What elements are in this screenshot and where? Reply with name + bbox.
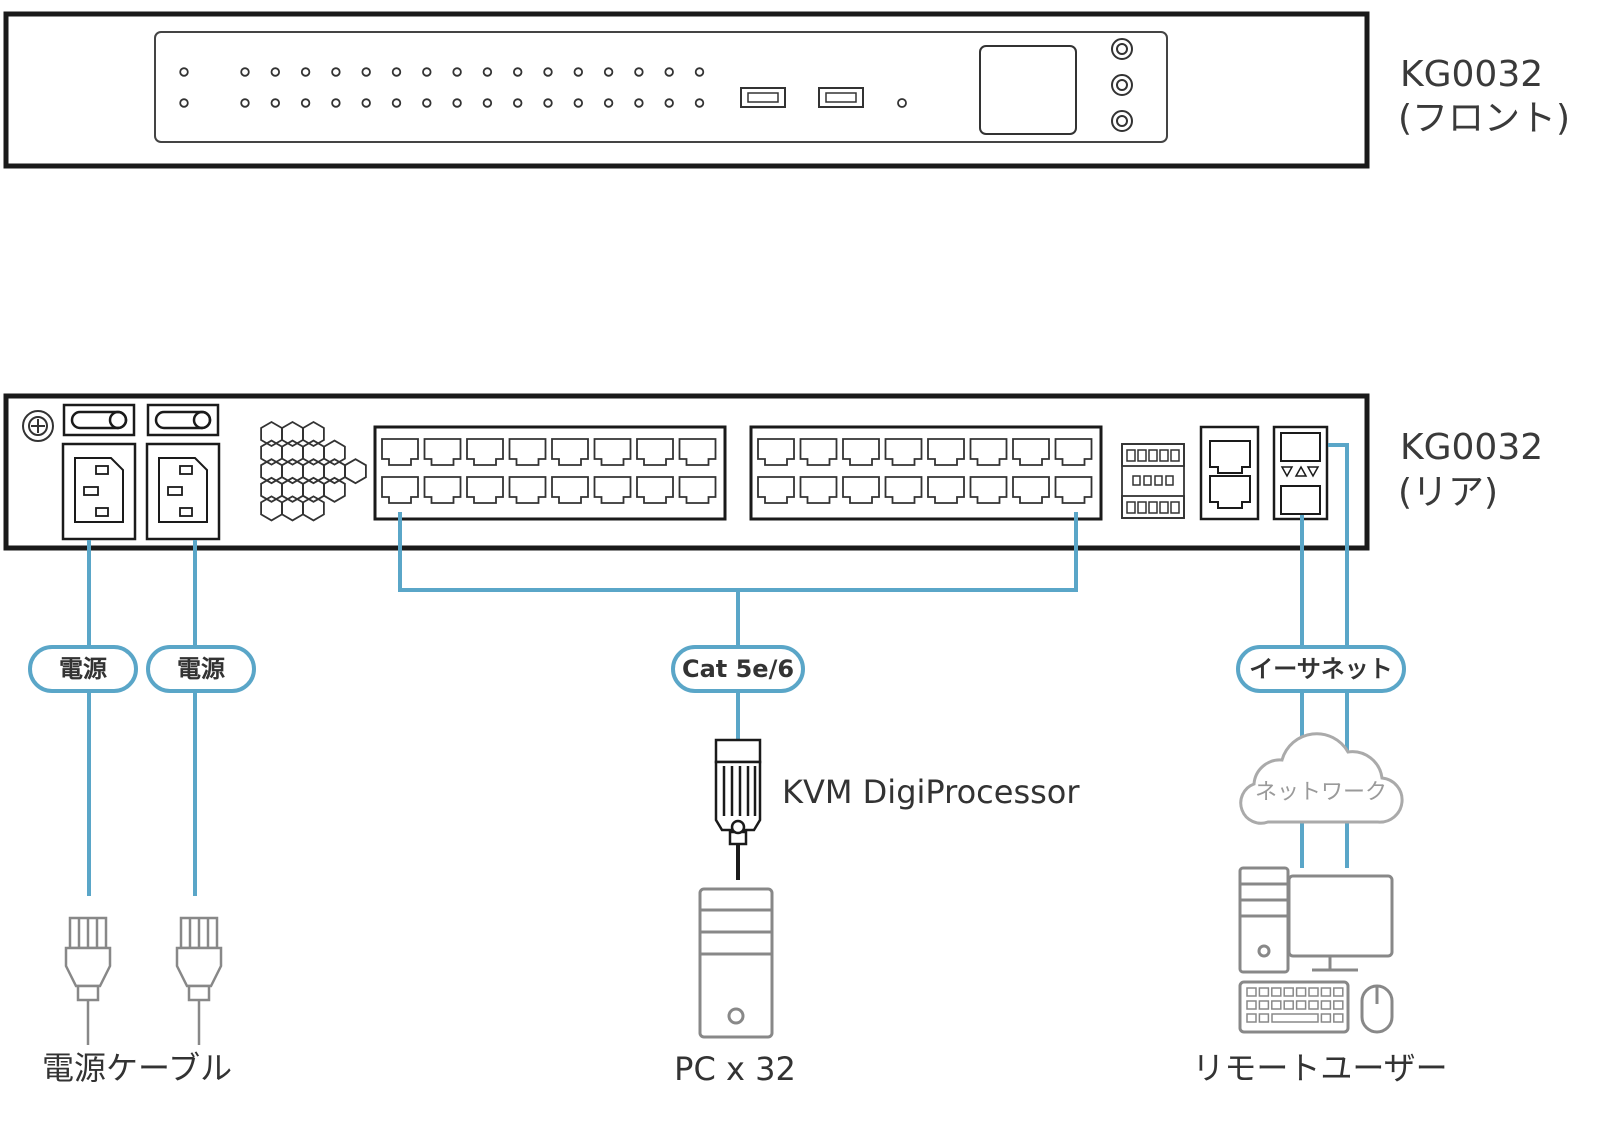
svg-text:イーサネット: イーサネット xyxy=(1249,655,1393,683)
lcd-display xyxy=(979,45,1077,135)
kvm-digiprocessor-icon xyxy=(714,738,762,880)
usb-port-2 xyxy=(818,87,864,108)
power-label-pill-2: 電源 xyxy=(146,645,256,693)
rear-view-label: (リア) xyxy=(1398,472,1498,513)
port-bank-2 xyxy=(749,425,1103,521)
front-led-grid xyxy=(179,67,705,108)
rear-panel xyxy=(3,393,1370,551)
terminal-block xyxy=(1121,443,1185,519)
pc-tower-icon xyxy=(698,887,774,1039)
power-label-pill-1: 電源 xyxy=(28,645,138,693)
power-switch-2 xyxy=(146,403,220,437)
svg-text:Cat 5e/6: Cat 5e/6 xyxy=(682,655,794,683)
front-view-label: (フロント) xyxy=(1398,98,1570,139)
power-plug-icon-1 xyxy=(64,916,112,1045)
network-label: ネットワーク xyxy=(1255,780,1387,805)
ethernet-label-pill: イーサネット xyxy=(1236,645,1406,693)
front-panel xyxy=(3,11,1370,169)
remote-user-caption: リモートユーザー xyxy=(1192,1049,1447,1087)
digiprocessor-caption: KVM DigiProcessor xyxy=(782,773,1080,811)
cat-label-pill: Cat 5e/6 xyxy=(671,645,805,693)
front-model-label: KG0032 xyxy=(1400,54,1543,95)
fan-vent-icon xyxy=(260,420,367,522)
power-switch-1 xyxy=(62,403,136,437)
svg-text:電源: 電源 xyxy=(59,655,107,683)
remote-user-computer-icon xyxy=(1238,866,1394,1034)
port-bank-1 xyxy=(373,425,727,521)
power-socket-1 xyxy=(61,442,137,541)
power-socket-2 xyxy=(145,442,221,541)
serial-ports xyxy=(1199,425,1260,521)
svg-text:電源: 電源 xyxy=(177,655,225,683)
rear-model-label: KG0032 xyxy=(1400,427,1543,468)
pc-caption: PC x 32 xyxy=(674,1050,796,1088)
kvm-ports xyxy=(381,438,1093,504)
power-cable-caption: 電源ケーブル xyxy=(42,1049,232,1087)
power-plug-icon-2 xyxy=(175,916,223,1045)
usb-port-1 xyxy=(740,87,786,108)
network-cloud-icon: ネットワーク xyxy=(1239,732,1404,825)
front-buttons xyxy=(1111,38,1133,132)
ground-screw-icon xyxy=(22,410,54,442)
